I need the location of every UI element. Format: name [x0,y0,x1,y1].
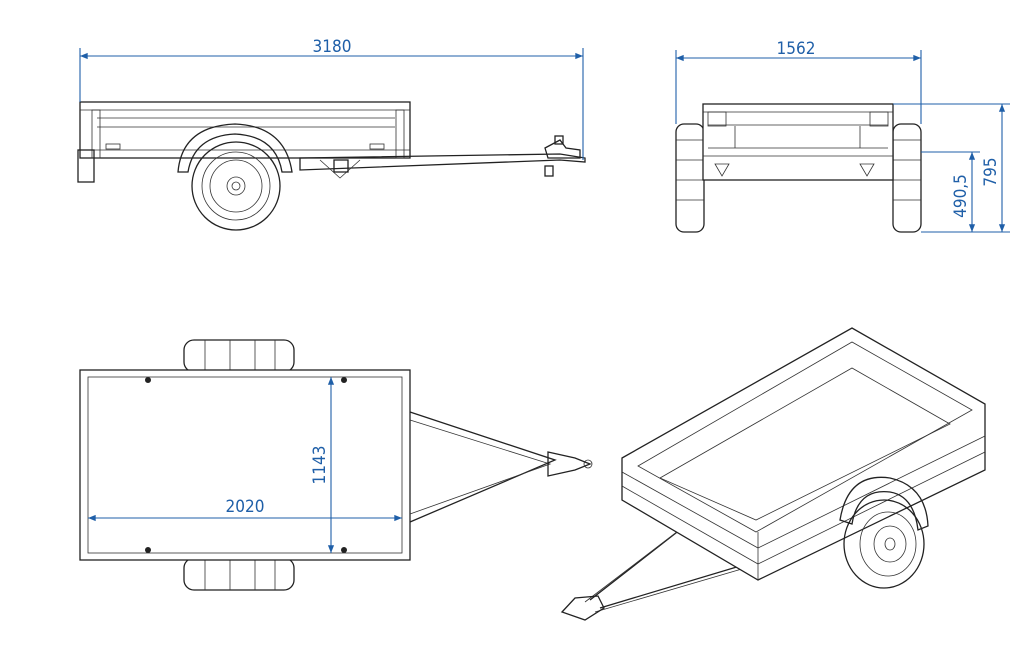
isometric-view [560,327,986,621]
top-length-dimension-label: 2020 [226,497,265,517]
top-view: 2020 1143 [79,339,593,591]
top-width-dimension-label: 1143 [310,446,330,485]
rear-view: 1562 795 490,5 [675,39,1010,233]
rear-height-dimension-label: 795 [981,157,1001,186]
rear-width-dimension-label: 1562 [777,39,816,59]
rear-deck-height-dimension-label: 490,5 [951,174,971,218]
side-length-dimension-label: 3180 [313,37,352,57]
side-view: 3180 [77,37,586,231]
